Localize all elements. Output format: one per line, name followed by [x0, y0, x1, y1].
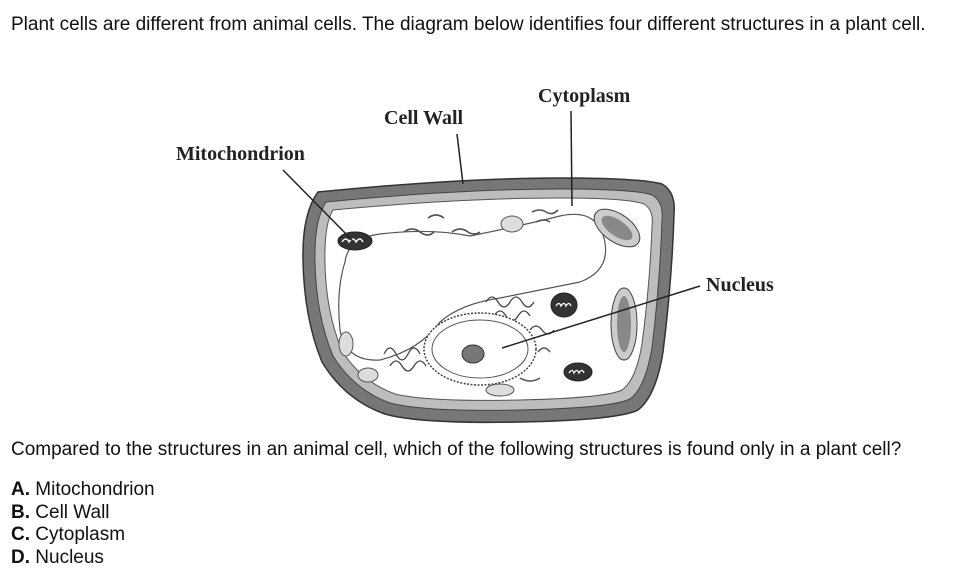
organelle-oval — [500, 215, 524, 233]
mitochondrion-folds — [341, 238, 364, 244]
mitochondrion-pointer — [282, 169, 353, 241]
chloroplast-inner — [601, 215, 633, 241]
er-fold — [485, 296, 535, 308]
mitochondria — [337, 231, 593, 382]
nucleolus — [461, 344, 485, 364]
label-mitochondrion: Mitochondrion — [176, 143, 305, 165]
choice-a[interactable]: A. Mitochondrion — [11, 479, 155, 502]
choice-text: Cytoplasm — [35, 524, 126, 545]
intro-text: Plant cells are different from animal ce… — [11, 14, 926, 35]
choice-d[interactable]: D. Nucleus — [11, 547, 155, 570]
choice-letter: B. — [11, 501, 30, 523]
mitochondrion-folds — [555, 302, 572, 308]
squiggle — [537, 347, 551, 353]
organelle-oval — [357, 367, 379, 383]
squiggle — [427, 214, 445, 219]
squiggle — [531, 209, 559, 215]
plant-cell-diagram: Mitochondrion Cell Wall Cytoplasm Nucleu… — [176, 85, 774, 424]
label-cytoplasm: Cytoplasm — [538, 85, 631, 107]
chloroplasts — [593, 208, 641, 361]
choice-letter: C. — [11, 524, 30, 545]
small-organelles — [338, 215, 524, 397]
choice-letter: A. — [11, 479, 30, 500]
er-fold — [389, 360, 427, 372]
choice-letter: D. — [11, 546, 30, 568]
cytoplasm-squiggles — [403, 209, 559, 382]
chloroplast-inner — [617, 296, 631, 352]
answer-choices: A. Mitochondrion B. Cell Wall C. Cytopla… — [11, 479, 155, 569]
squiggle — [519, 377, 541, 382]
choice-text: Nucleus — [35, 546, 104, 568]
mitochondrion-shape — [550, 292, 578, 318]
cytoplasm-pointer — [570, 110, 573, 207]
organelle-oval — [485, 383, 515, 397]
squiggle — [451, 228, 481, 235]
label-cell-wall: Cell Wall — [384, 107, 464, 129]
question-text: Compared to the structures in an animal … — [11, 439, 902, 460]
vacuole — [338, 213, 607, 361]
er-fold — [383, 347, 421, 361]
squiggle — [535, 219, 551, 223]
cell-wall-pointer — [456, 133, 464, 185]
choice-text: Cell Wall — [35, 501, 110, 523]
mitochondrion-folds — [568, 369, 585, 375]
choice-c[interactable]: C. Cytoplasm — [11, 524, 155, 547]
choice-b[interactable]: B. Cell Wall — [11, 502, 155, 525]
nucleus-pointer — [501, 285, 701, 349]
squiggle — [403, 228, 435, 236]
choice-text: Mitochondrion — [35, 479, 155, 500]
organelle-oval — [338, 331, 354, 357]
pointer-lines — [282, 110, 701, 349]
nucleus — [423, 312, 537, 386]
label-nucleus: Nucleus — [706, 274, 774, 296]
